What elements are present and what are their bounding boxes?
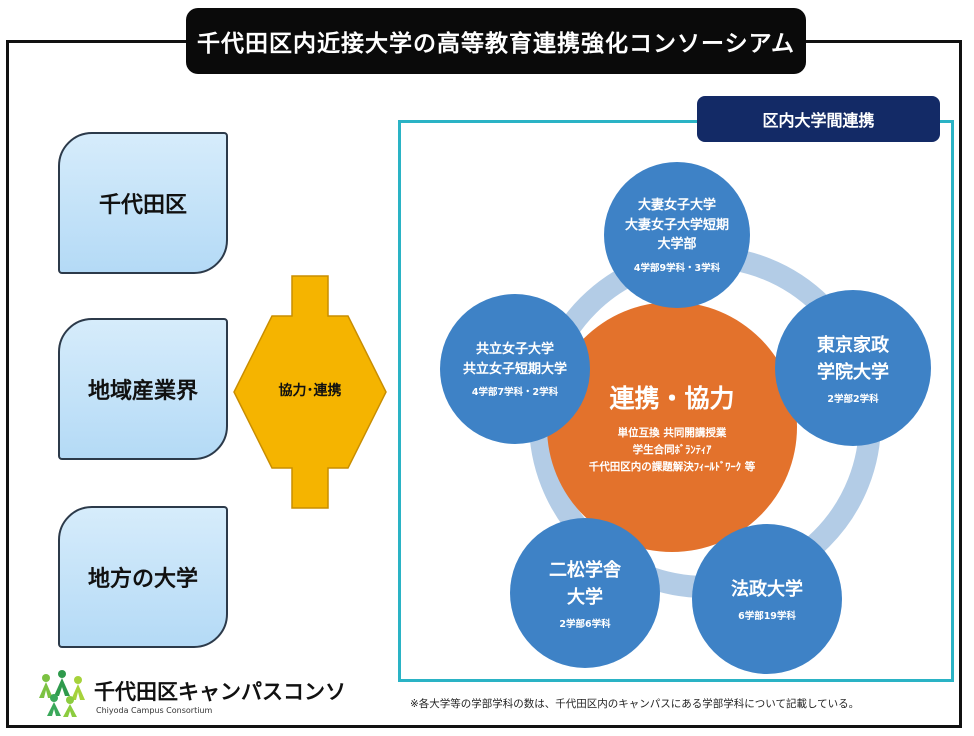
university-name-line: 二松学舎	[549, 559, 621, 581]
center-title: 連携・協力	[609, 383, 735, 413]
consortium-logo: 千代田区キャンパスコンソ Chiyoda Campus Consortium	[34, 668, 374, 724]
page-title: 千代田区内近接大学の高等教育連携強化コンソーシアム	[186, 8, 806, 74]
people-stars-logo-icon	[39, 670, 85, 717]
university-name-line: 大妻女子大学短期	[624, 217, 729, 233]
university-detail: 4学部9学科・3学科	[633, 262, 721, 274]
university-tokyo-kasei-gakuin: 東京家政 学院大学 2学部2学科	[775, 290, 931, 446]
university-name-line: 法政大学	[731, 579, 803, 600]
university-detail: 4学部7学科・2学科	[471, 387, 559, 398]
double-headed-arrow-icon	[233, 275, 387, 509]
university-detail: 2学部6学科	[559, 618, 611, 630]
arrow-label: 協力･連携	[278, 383, 342, 399]
activity-item: 学生合同ﾎﾞﾗﾝﾃｨｱ	[632, 443, 712, 456]
box-regional-industry: 地域産業界	[58, 318, 228, 460]
university-name-line: 大学	[567, 586, 603, 608]
university-otsuma: 大妻女子大学 大妻女子大学短期 大学部 4学部9学科・3学科	[604, 162, 750, 308]
university-name-line: 共立女子短期大学	[462, 361, 567, 377]
box-chiyoda-ward: 千代田区	[58, 132, 228, 274]
logo-name: 千代田区キャンパスコンソ	[94, 680, 346, 704]
university-hosei: 法政大学 6学部19学科	[692, 524, 842, 674]
university-name-line: 共立女子大学	[475, 342, 554, 357]
university-name-line: 学院大学	[817, 361, 889, 383]
panel-title: 区内大学間連携	[697, 96, 940, 142]
center-collaboration-circle: 連携・協力 単位互換 共同開講授業 学生合同ﾎﾞﾗﾝﾃｨｱ 千代田区内の課題解決…	[547, 302, 797, 552]
university-kyoritsu: 共立女子大学 共立女子短期大学 4学部7学科・2学科	[440, 294, 590, 444]
logo-subtitle: Chiyoda Campus Consortium	[96, 706, 213, 715]
footnote: ※各大学等の学部学科の数は、千代田区内のキャンパスにある学部学科について記載して…	[410, 698, 860, 710]
university-detail: 6学部19学科	[738, 611, 796, 622]
university-name-line: 大妻女子大学	[637, 198, 716, 214]
university-detail: 2学部2学科	[827, 393, 879, 405]
university-nishogakusha: 二松学舎 大学 2学部6学科	[510, 518, 660, 668]
university-name-line: 大学部	[657, 237, 697, 253]
box-regional-universities: 地方の大学	[58, 506, 228, 648]
activity-item: 単位互換 共同開講授業	[617, 426, 727, 439]
university-collab-panel	[398, 120, 954, 682]
activity-item: 千代田区内の課題解決ﾌｨｰﾙﾄﾞﾜｰｸ 等	[588, 460, 756, 473]
university-name-line: 東京家政	[817, 334, 889, 356]
